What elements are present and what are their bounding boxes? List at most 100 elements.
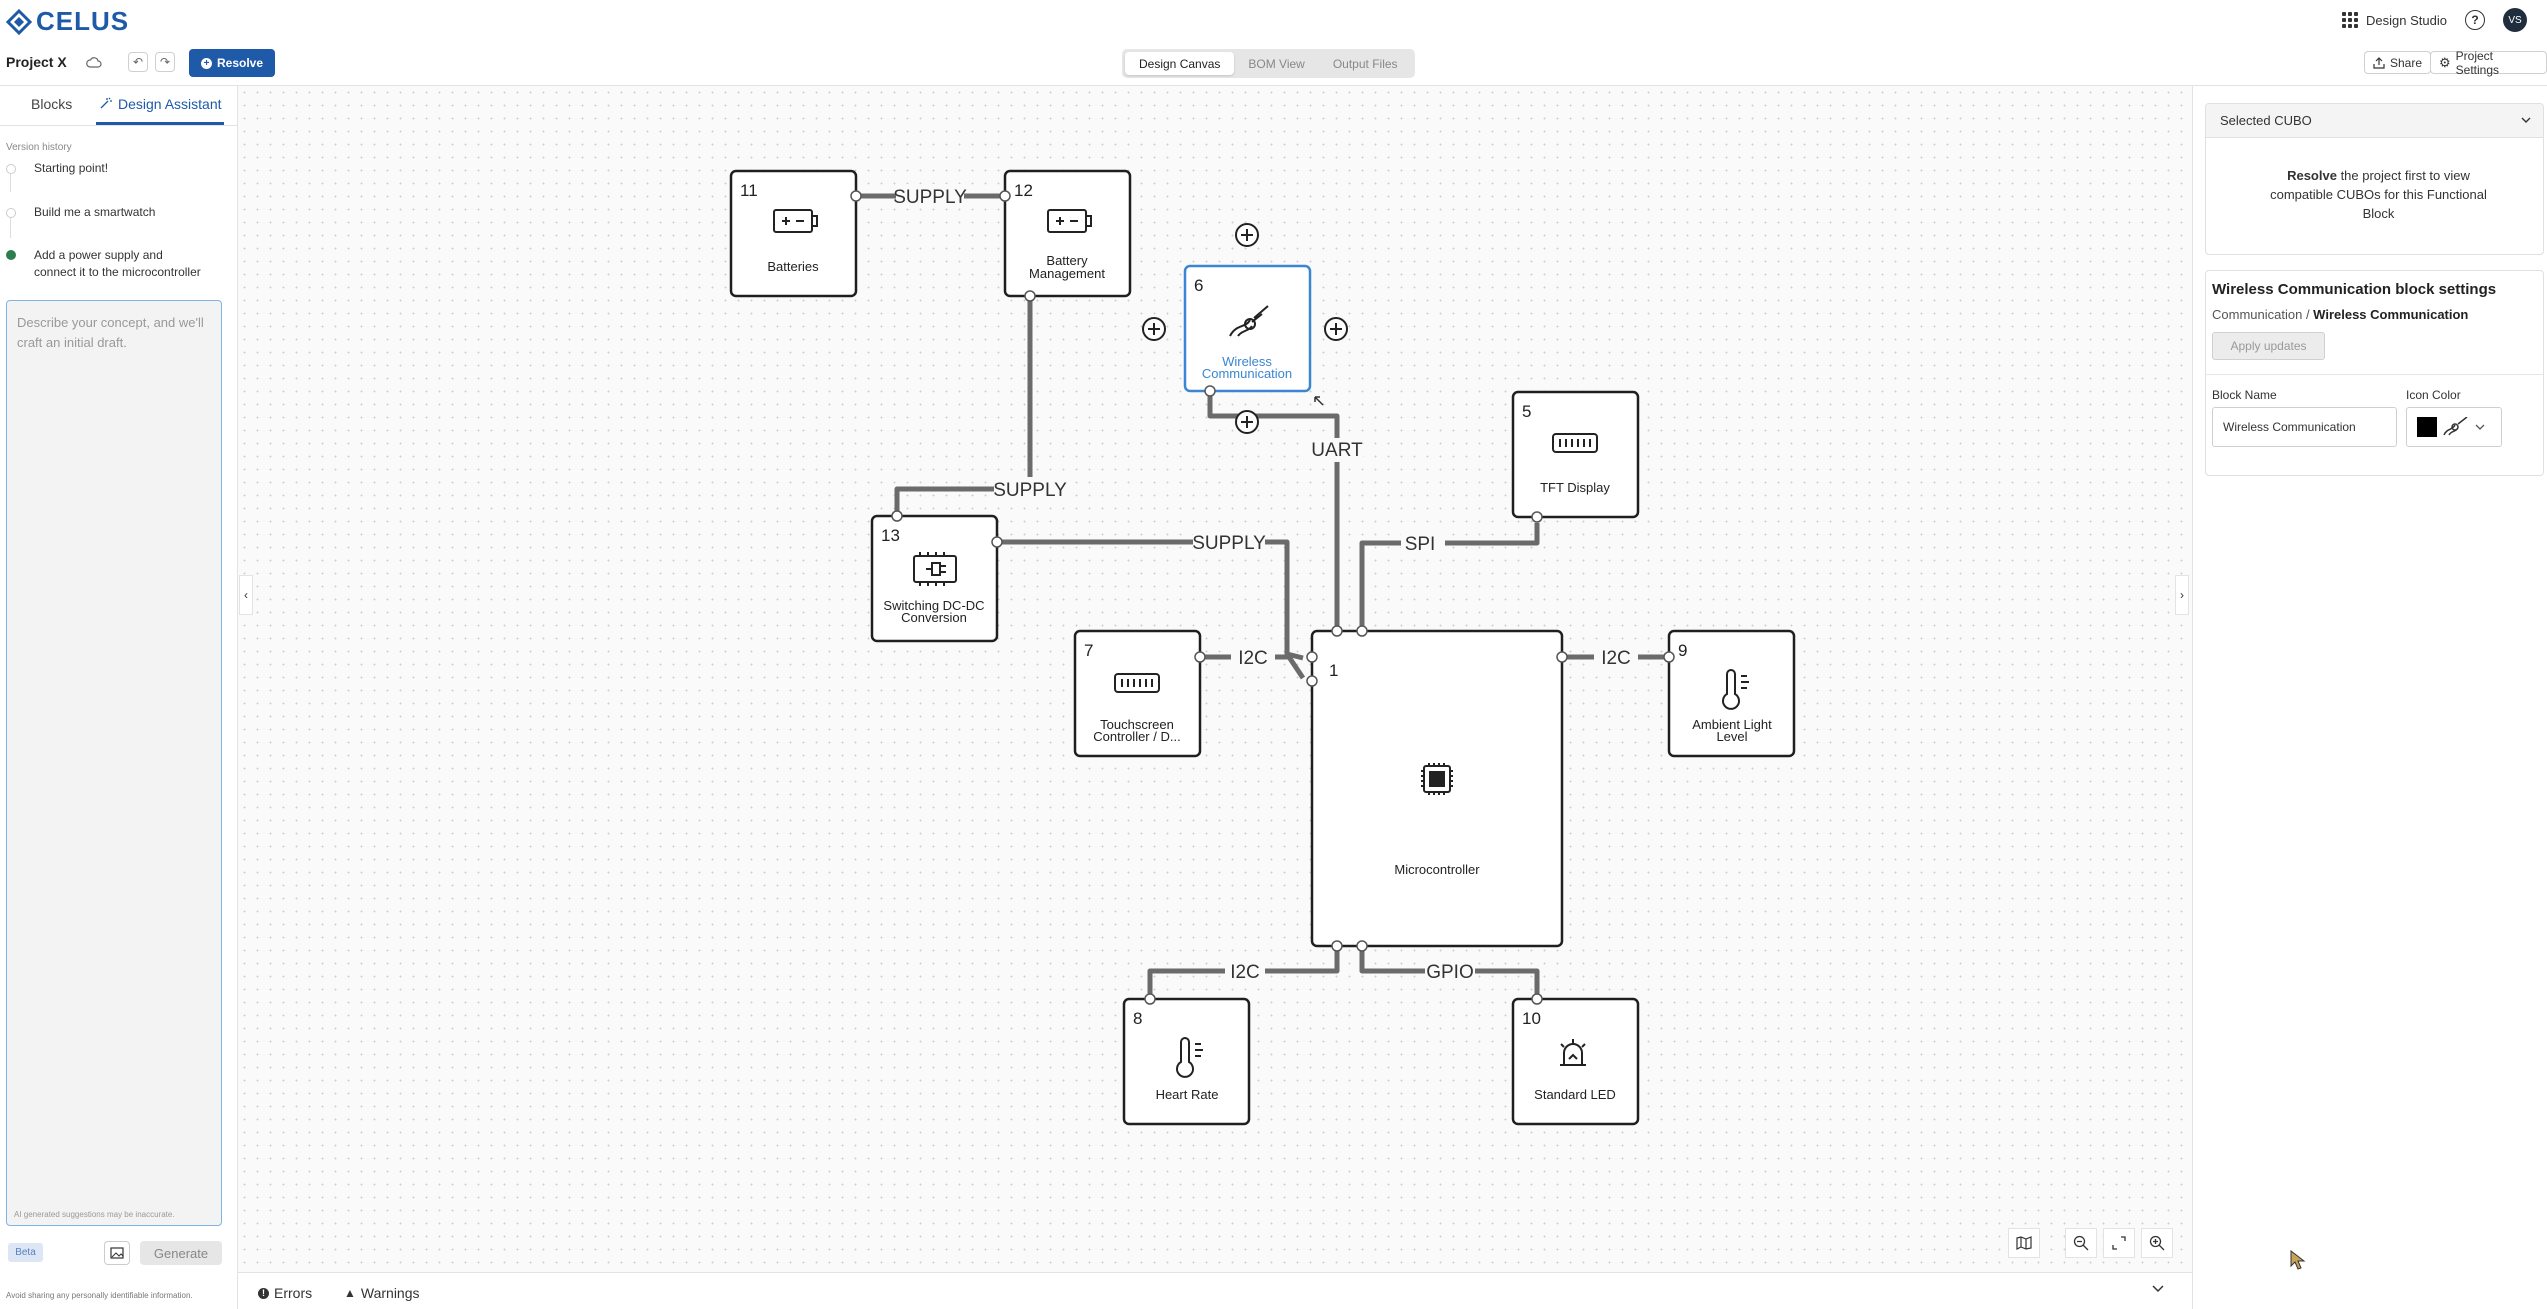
history-item[interactable]: Build me a smartwatch	[34, 205, 156, 219]
right-panel: Selected CUBO Resolve the project first …	[2192, 86, 2547, 1309]
block-number: 11	[740, 181, 758, 200]
tab-design-canvas[interactable]: Design Canvas	[1125, 52, 1235, 75]
breadcrumb-current: Wireless Communication	[2313, 307, 2469, 322]
wire-i2c-touch[interactable]	[1201, 654, 1306, 680]
resolve-button[interactable]: + Resolve	[189, 49, 276, 77]
schematic: SUPPLY SUPPLY SUPPLY UART SPI I2C I2C I2…	[729, 169, 1796, 1126]
view-tabs: Design Canvas BOM View Output Files	[1122, 49, 1415, 78]
concept-prompt-input[interactable]: Describe your concept, and we'll craft a…	[6, 300, 222, 1226]
avatar[interactable]: VS	[2503, 8, 2527, 32]
add-block-left-icon[interactable]	[1142, 317, 1166, 341]
apply-updates-button[interactable]: Apply updates	[2212, 332, 2325, 360]
block-touchscreen-controller[interactable]	[1073, 629, 1202, 758]
battery-icon	[1047, 209, 1092, 233]
divider	[2206, 374, 2543, 375]
tab-output-files[interactable]: Output Files	[1332, 56, 1398, 71]
add-block-buttons	[1142, 223, 1348, 434]
block-batteries[interactable]	[729, 169, 858, 298]
celus-logo[interactable]: CELUS	[6, 6, 129, 37]
errors-label: Errors	[274, 1285, 313, 1301]
design-canvas[interactable]: SUPPLY SUPPLY SUPPLY UART SPI I2C I2C I2…	[238, 86, 2192, 1272]
left-tabs: Blocks Design Assistant	[0, 86, 238, 126]
wire-supply-dcdc[interactable]	[998, 539, 1304, 661]
design-studio-switcher[interactable]: Design Studio	[2342, 12, 2447, 28]
block-number: 1	[1329, 661, 1338, 680]
add-block-below-icon[interactable]	[1235, 410, 1259, 434]
block-dc-dc-conversion[interactable]	[870, 514, 999, 643]
map-view-icon[interactable]	[2008, 1228, 2040, 1258]
block-ambient-light[interactable]	[1667, 629, 1796, 758]
generate-button[interactable]: Generate	[140, 1241, 222, 1265]
resize-handle-icon[interactable]	[1314, 396, 1324, 406]
privacy-note: Avoid sharing any personally identifiabl…	[6, 1291, 193, 1300]
breadcrumb: Communication / Wireless Communication	[2212, 307, 2468, 322]
errors-tab[interactable]: ! Errors	[258, 1285, 312, 1301]
tab-bom-view[interactable]: BOM View	[1248, 56, 1305, 71]
selected-cubo-card: Selected CUBO Resolve the project first …	[2205, 103, 2544, 255]
zoom-out-icon[interactable]	[2065, 1228, 2097, 1258]
history-item[interactable]: Starting point!	[34, 161, 109, 175]
block-standard-led[interactable]	[1511, 997, 1640, 1126]
block-tft-display[interactable]	[1511, 390, 1640, 519]
beta-badge: Beta	[8, 1243, 43, 1262]
label-i2c: I2C	[1238, 648, 1268, 669]
magic-wand-icon	[100, 96, 112, 112]
design-studio-label: Design Studio	[2366, 12, 2447, 28]
history-item[interactable]: Add a power supply and connect it to the…	[34, 248, 201, 279]
history-dot	[6, 164, 16, 174]
ai-disclaimer: AI generated suggestions may be inaccura…	[14, 1210, 175, 1219]
issues-bar: ! Errors ▲ Warnings	[238, 1272, 2192, 1309]
block-settings-title: Wireless Communication block settings	[2212, 281, 2497, 298]
block-name-input[interactable]: Wireless Communication	[2212, 407, 2397, 447]
breadcrumb-parent[interactable]: Communication	[2212, 307, 2303, 322]
redo-icon[interactable]: ↷	[155, 52, 175, 72]
warnings-tab[interactable]: ▲ Warnings	[344, 1285, 420, 1301]
resolve-hint: Resolve the project first to view compat…	[2266, 166, 2491, 223]
project-settings-button[interactable]: ⚙ Project Settings	[2430, 49, 2547, 77]
icon-color-select[interactable]	[2406, 407, 2502, 447]
collapse-left-panel-icon[interactable]: ‹	[239, 575, 253, 615]
help-icon[interactable]: ?	[2465, 10, 2485, 30]
block-heart-rate[interactable]	[1122, 997, 1251, 1126]
undo-icon[interactable]: ↶	[128, 52, 148, 72]
zoom-in-icon[interactable]	[2141, 1228, 2173, 1258]
wire-spi[interactable]	[1359, 523, 1540, 631]
block-number: 6	[1194, 276, 1203, 295]
block-microcontroller[interactable]	[1310, 629, 1564, 948]
block-number: 8	[1133, 1009, 1142, 1028]
block-numbers: 11 12 6 5 13 7 1 9 8 10	[740, 181, 1687, 1028]
wire-uart[interactable]	[1207, 391, 1340, 631]
apps-grid-icon	[2342, 12, 2359, 28]
tab-design-assistant[interactable]: Design Assistant	[100, 96, 222, 112]
add-block-above-icon[interactable]	[1235, 223, 1259, 247]
mouse-cursor-icon	[2290, 1250, 2306, 1270]
share-button[interactable]: Share	[2364, 51, 2432, 74]
tab-blocks[interactable]: Blocks	[31, 96, 73, 112]
wire-supply-bms[interactable]	[894, 297, 1033, 515]
chevron-down-icon[interactable]	[2152, 1285, 2164, 1293]
cloud-sync-icon[interactable]	[84, 52, 104, 72]
project-name[interactable]: Project X	[6, 54, 67, 70]
share-label: Share	[2390, 55, 2423, 70]
add-block-right-icon[interactable]	[1324, 317, 1348, 341]
block-battery-management[interactable]	[1003, 169, 1132, 298]
fit-view-icon[interactable]	[2103, 1228, 2135, 1258]
block-number: 12	[1014, 181, 1033, 200]
image-upload-icon[interactable]	[104, 1241, 130, 1265]
label-supply: SUPPLY	[893, 187, 967, 208]
thermometer-icon	[1722, 669, 1749, 710]
chevron-down-icon	[2475, 424, 2485, 430]
selected-cubo-header[interactable]: Selected CUBO	[2206, 104, 2543, 138]
wireless-icon	[2443, 417, 2468, 436]
version-history-title: Version history	[6, 142, 72, 153]
chip-row-icon	[1114, 673, 1160, 693]
resolve-plus-icon: +	[201, 57, 212, 69]
block-number: 5	[1522, 402, 1531, 421]
color-swatch	[2417, 417, 2437, 437]
collapse-right-panel-icon[interactable]: ›	[2175, 575, 2189, 615]
share-icon	[2373, 56, 2385, 69]
block-number: 7	[1084, 641, 1093, 660]
